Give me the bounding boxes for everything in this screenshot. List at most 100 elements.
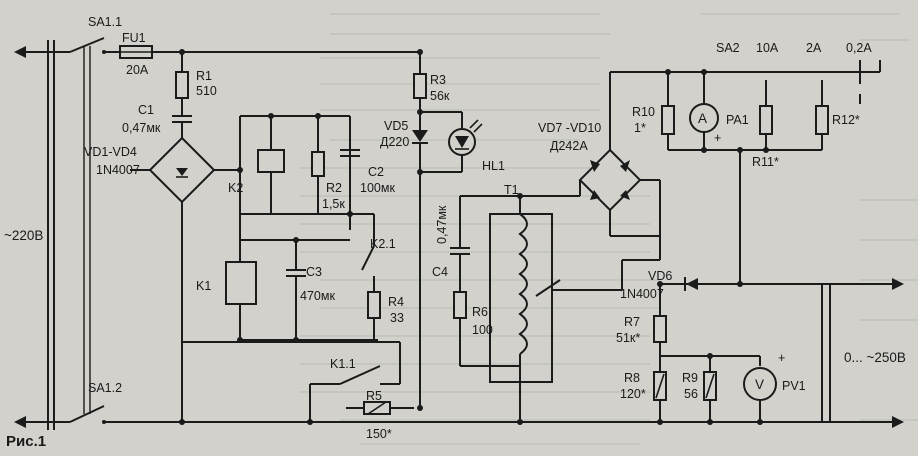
- junction-dots: [179, 49, 769, 425]
- label-output-voltage: 0... ~250В: [844, 350, 906, 365]
- diode-vd5: [412, 130, 428, 144]
- diode-vd6: [684, 277, 698, 291]
- label-r3-value: 56к: [430, 89, 450, 103]
- label-t1: T1: [504, 183, 519, 197]
- label-k1-1: K1.1: [330, 357, 356, 371]
- label-pv1: PV1: [782, 379, 806, 393]
- label-sa2: SA2: [716, 41, 740, 55]
- label-r9-value: 56: [684, 387, 698, 401]
- label-range-10a: 10A: [756, 41, 779, 55]
- label-vd1-vd4-type: 1N4007: [96, 163, 140, 177]
- diode-bridge-vd1-vd4: [148, 136, 216, 204]
- switch-sa1-2: [69, 405, 106, 424]
- voltmeter-symbol: V: [755, 377, 764, 392]
- label-range-2a: 2A: [806, 41, 822, 55]
- label-plus-a: +: [714, 131, 721, 145]
- label-vd6: VD6: [648, 269, 672, 283]
- label-r2: R2: [326, 181, 342, 195]
- label-r3: R3: [430, 73, 446, 87]
- label-r12: R12*: [832, 113, 860, 127]
- label-c3-value: 470мк: [300, 289, 335, 303]
- label-sa1-1: SA1.1: [88, 15, 122, 29]
- label-c4-value: 0,47мк: [435, 205, 449, 244]
- label-r6: R6: [472, 305, 488, 319]
- label-range-02a: 0,2A: [846, 41, 872, 55]
- relay-coil-k2: [257, 149, 285, 173]
- diode-bridge-vd7-vd10: [578, 148, 642, 212]
- label-k1: K1: [196, 279, 211, 293]
- label-vd7-vd10-type: Д242А: [550, 139, 588, 153]
- label-r1: R1: [196, 69, 212, 83]
- resistor-r1: [175, 71, 189, 99]
- relay-k2-section: [240, 116, 374, 215]
- component-labels: SA1.1 FU1 20A R1 510 C1 0,47мк VD1-VD4 1…: [4, 15, 906, 450]
- capacitor-c1: [172, 115, 192, 123]
- label-r10: R10: [632, 105, 655, 119]
- label-hl1: HL1: [482, 159, 505, 173]
- relay-coil-k1: [225, 261, 257, 305]
- power-supply-section: [130, 52, 400, 343]
- label-input-voltage: ~220В: [4, 228, 43, 243]
- label-r7-value: 51к*: [616, 331, 640, 345]
- label-r1-value: 510: [196, 84, 217, 98]
- label-plus-v: +: [778, 351, 785, 365]
- capacitor-c3: [286, 269, 306, 277]
- label-vd1-vd4: VD1-VD4: [84, 145, 137, 159]
- capacitor-c4: [450, 247, 470, 255]
- switch-sa2: [765, 60, 880, 104]
- label-r7: R7: [624, 315, 640, 329]
- ammeter-symbol: A: [698, 111, 707, 126]
- label-sa1-2: SA1.2: [88, 381, 122, 395]
- label-r10-value: 1*: [634, 121, 646, 135]
- label-c1-value: 0,47мк: [122, 121, 161, 135]
- resistor-r12: [815, 105, 829, 135]
- label-r2-value: 1,5к: [322, 197, 345, 211]
- label-vd7-vd10: VD7 -VD10: [538, 121, 601, 135]
- label-fu1: FU1: [122, 31, 146, 45]
- label-k2: K2: [228, 181, 243, 195]
- input-arrow-top: [14, 46, 26, 58]
- label-r8-value: 120*: [620, 387, 646, 401]
- label-k2-1: K2.1: [370, 237, 396, 251]
- label-c3: C3: [306, 265, 322, 279]
- relay-contact-k1-1-section: [181, 342, 414, 422]
- label-vd6-type: 1N4007: [620, 287, 664, 301]
- label-c2: C2: [368, 165, 384, 179]
- label-r5: R5: [366, 389, 382, 403]
- label-r9: R9: [682, 371, 698, 385]
- resistor-r7: [653, 315, 667, 343]
- resistor-r11: [759, 105, 773, 135]
- resistor-r10: [661, 105, 675, 135]
- current-measurement-section: [520, 60, 880, 237]
- label-vd5-type: Д220: [380, 135, 409, 149]
- transformer-winding: [518, 213, 528, 355]
- figure-caption: Рис.1: [6, 433, 46, 450]
- label-r8: R8: [624, 371, 640, 385]
- label-c2-value: 100мк: [360, 181, 395, 195]
- relay-k1-section: [225, 214, 381, 341]
- resistor-r3: [413, 73, 427, 99]
- indicator-section: [412, 52, 483, 408]
- label-pa1: PA1: [726, 113, 749, 127]
- label-r6-value: 100: [472, 323, 493, 337]
- label-fu1-value: 20A: [126, 63, 149, 77]
- output-arrow-top: [892, 278, 904, 290]
- switch-sa1-1: [69, 37, 120, 54]
- fuse-fu1: [119, 45, 153, 59]
- resistor-r2: [311, 151, 325, 177]
- label-c4: C4: [432, 265, 448, 279]
- label-r11: R11*: [752, 155, 779, 169]
- resistor-r4: [367, 291, 381, 319]
- neon-lamp-hl1: [448, 119, 483, 156]
- label-c1: C1: [138, 103, 154, 117]
- relay-contact-k2-1: [361, 214, 375, 292]
- label-r4-value: 33: [390, 311, 404, 325]
- label-r4: R4: [388, 295, 404, 309]
- label-r5-value: 150*: [366, 427, 392, 441]
- resistor-r6: [453, 291, 467, 319]
- input-arrow-bottom: [14, 416, 26, 428]
- mains-input-section: [14, 37, 835, 430]
- label-vd5: VD5: [384, 119, 408, 133]
